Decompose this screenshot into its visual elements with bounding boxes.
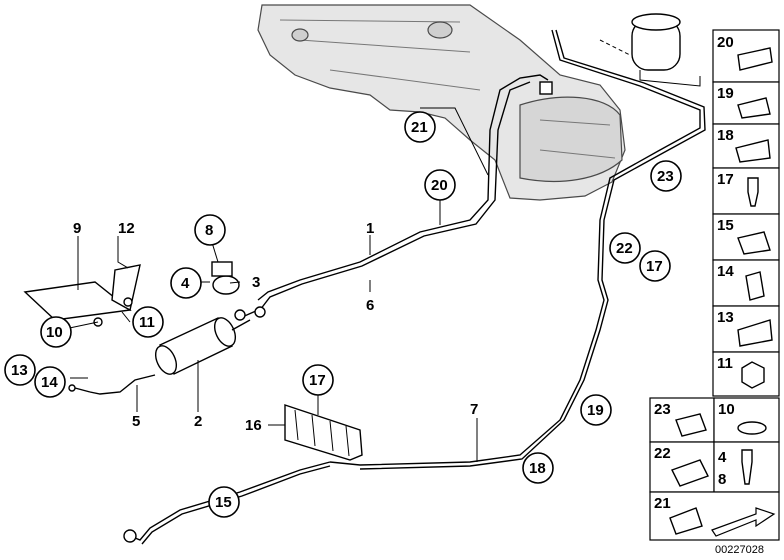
nut-icon bbox=[741, 361, 765, 389]
callout-20: 20 bbox=[431, 177, 448, 194]
fuel-tank bbox=[257, 4, 626, 201]
legend-21: 21 bbox=[654, 495, 671, 512]
heat-shield-bracket bbox=[23, 264, 141, 327]
legend-10: 10 bbox=[718, 401, 735, 418]
callout-6: 6 bbox=[366, 297, 374, 314]
clip-part-icon bbox=[737, 231, 771, 255]
clip-part-icon bbox=[737, 319, 773, 347]
legend-23: 23 bbox=[654, 401, 671, 418]
plain-callouts: 9 12 3 1 6 5 2 7 16 bbox=[73, 220, 478, 434]
legend-22: 22 bbox=[654, 445, 671, 462]
return-line bbox=[68, 374, 156, 395]
callout-7: 7 bbox=[470, 401, 478, 418]
callout-18: 18 bbox=[529, 460, 546, 477]
fuel-filter bbox=[154, 306, 266, 375]
legend-14: 14 bbox=[717, 263, 734, 280]
legend-8: 8 bbox=[718, 471, 726, 488]
clip-part-icon bbox=[737, 97, 771, 119]
vent-lines bbox=[123, 29, 706, 545]
callout-12: 12 bbox=[118, 220, 135, 237]
circled-callouts: 8 4 10 11 13 14 15 17 18 19 20 21 22 17 … bbox=[4, 111, 682, 518]
clip-part-icon bbox=[737, 47, 773, 71]
callout-13: 13 bbox=[11, 362, 28, 379]
legend-17: 17 bbox=[717, 171, 734, 188]
callout-19: 19 bbox=[587, 402, 604, 419]
callout-2: 2 bbox=[194, 413, 202, 430]
legend-11: 11 bbox=[717, 355, 733, 372]
legend-18: 18 bbox=[717, 127, 734, 144]
carbon-canister bbox=[599, 13, 701, 87]
hose-clip bbox=[211, 261, 240, 295]
callout-17-pipe: 17 bbox=[646, 258, 663, 275]
callout-8: 8 bbox=[205, 222, 213, 239]
parts-legend-pairs: 23 10 22 4 8 21 bbox=[649, 397, 780, 541]
clip-part-icon bbox=[675, 413, 707, 437]
arrow-icon bbox=[711, 507, 776, 537]
callout-16: 16 bbox=[245, 417, 262, 434]
bolt-icon bbox=[747, 177, 759, 207]
pipe-clip-block bbox=[284, 404, 363, 461]
legend-19: 19 bbox=[717, 85, 734, 102]
legend-4: 4 bbox=[718, 449, 727, 466]
callout-17-clip: 17 bbox=[309, 372, 326, 389]
bolt-icon bbox=[741, 449, 753, 485]
legend-20: 20 bbox=[717, 34, 734, 51]
callout-1: 1 bbox=[366, 220, 374, 237]
callout-23: 23 bbox=[657, 168, 674, 185]
callout-22: 22 bbox=[616, 240, 633, 257]
callout-9: 9 bbox=[73, 220, 81, 237]
callout-10: 10 bbox=[46, 324, 63, 341]
legend-15: 15 bbox=[717, 217, 734, 234]
diagram-code: 00227028 bbox=[715, 544, 764, 556]
callout-11: 11 bbox=[139, 314, 155, 331]
clip-part-icon bbox=[669, 507, 703, 535]
legend-13: 13 bbox=[717, 309, 734, 326]
clip-part-icon bbox=[735, 139, 771, 163]
callout-14: 14 bbox=[41, 374, 58, 391]
callout-21: 21 bbox=[411, 119, 428, 136]
parts-legend: 20 19 18 17 15 14 13 11 bbox=[712, 29, 780, 397]
clip-part-icon bbox=[745, 271, 765, 301]
washer-icon bbox=[737, 421, 767, 435]
callout-3: 3 bbox=[252, 274, 260, 291]
callout-5: 5 bbox=[132, 413, 140, 430]
callout-15: 15 bbox=[215, 494, 232, 511]
clip-part-icon bbox=[671, 459, 709, 487]
callout-4: 4 bbox=[181, 275, 190, 292]
